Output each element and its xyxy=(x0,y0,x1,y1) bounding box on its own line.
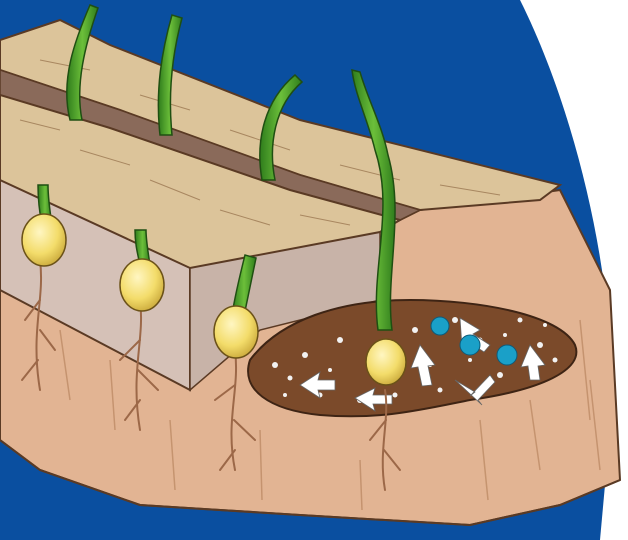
blue-granule-2 xyxy=(460,335,480,355)
seed-1 xyxy=(22,214,66,266)
seed-4 xyxy=(366,339,406,385)
seed-2 xyxy=(120,259,164,311)
seed-3 xyxy=(214,306,258,358)
blue-granule-1 xyxy=(431,317,449,335)
blue-granule-3 xyxy=(497,345,517,365)
